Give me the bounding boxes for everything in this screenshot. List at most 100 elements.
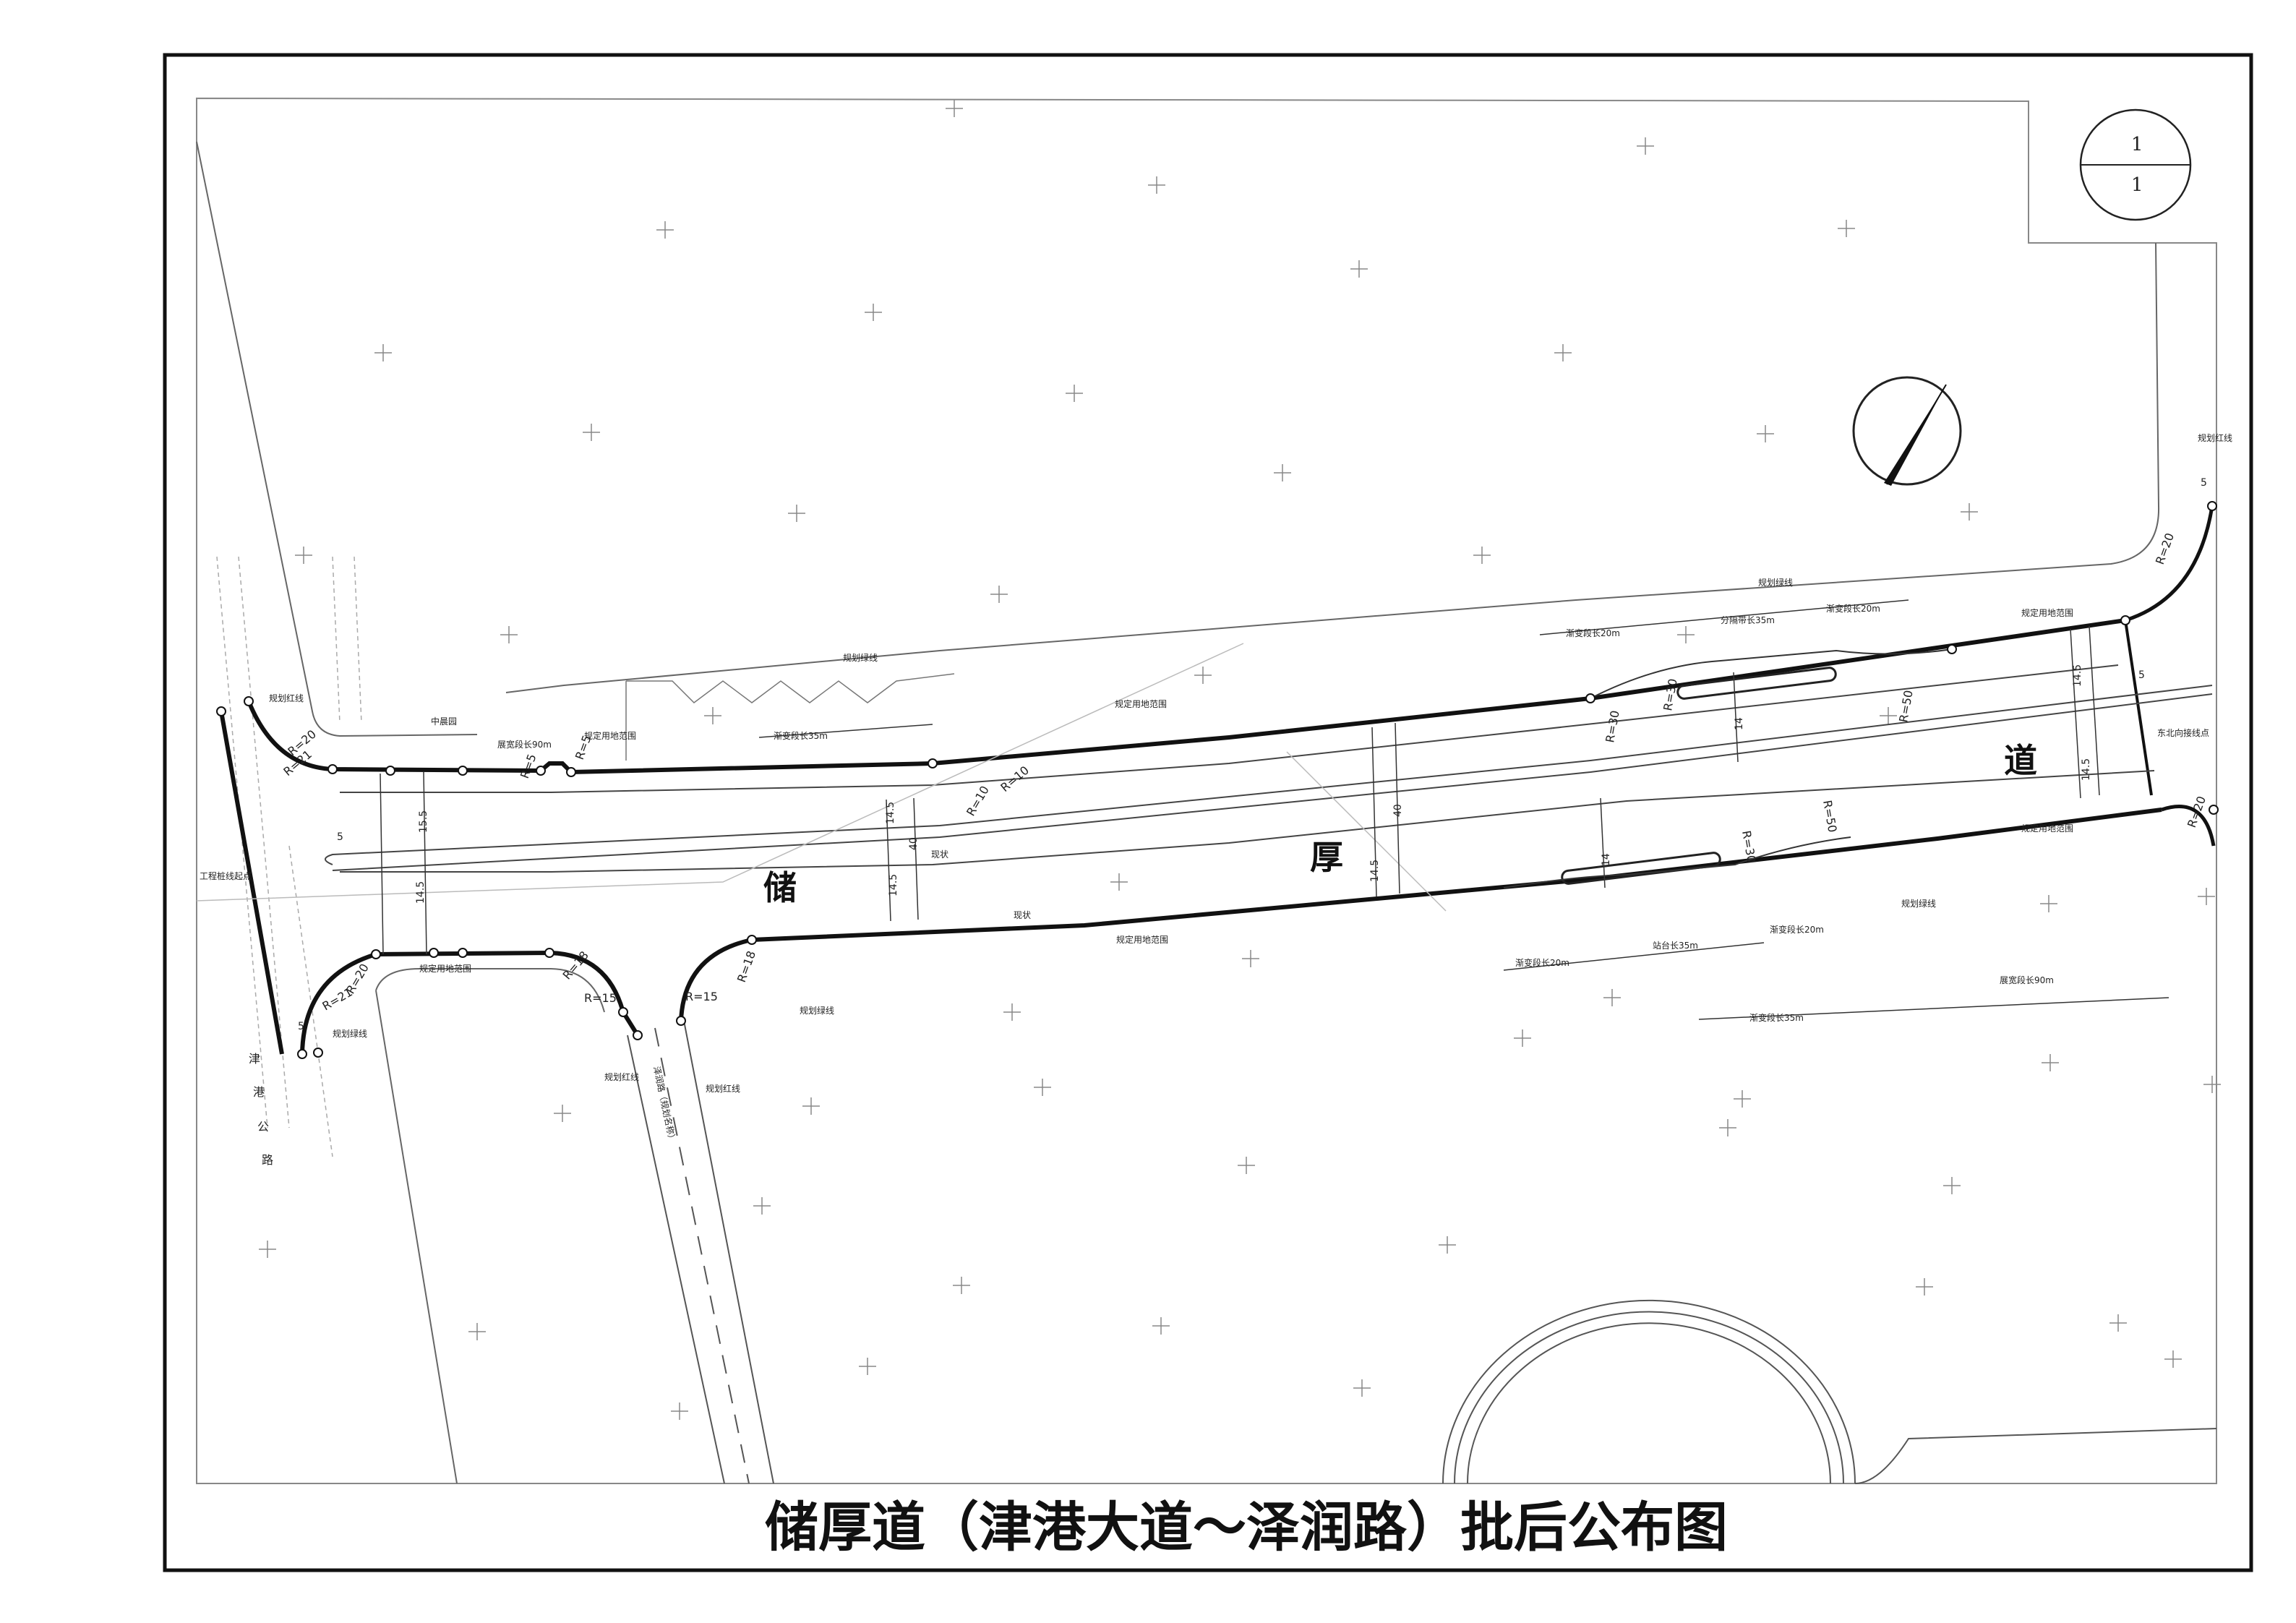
control-point — [566, 767, 576, 777]
grid-cross — [1961, 503, 1978, 521]
dim-5-d: 5 — [2201, 477, 2207, 489]
grid-cross — [295, 547, 312, 564]
grid-cross — [1677, 626, 1695, 643]
radius-r5-a: R=5 — [518, 752, 539, 780]
grid-cross — [2203, 1076, 2221, 1093]
control-point — [676, 1016, 686, 1026]
control-point — [536, 766, 546, 776]
control-point — [1947, 644, 1957, 654]
grid-cross — [500, 626, 518, 643]
radius-r18-b: R=18 — [734, 949, 758, 985]
dim-40-a: 40 — [908, 837, 920, 850]
red-line-label-4: 规划红线 — [706, 1083, 740, 1094]
dim-14-b: 14 — [1601, 853, 1612, 866]
median-strip-2 — [332, 693, 2213, 871]
grid-cross — [1194, 667, 1212, 684]
grid-cross — [946, 100, 963, 117]
grid-cross — [1350, 260, 1368, 278]
existing-label-2: 现状 — [1014, 910, 1031, 920]
controlled-line-label-6: 规定用地范围 — [419, 963, 471, 974]
parcel-lower-left — [375, 968, 605, 1484]
radius-r10-a: R=10 — [964, 784, 992, 818]
cross-left-char-3: 公 — [257, 1120, 269, 1134]
parcel-upper-right-edge — [505, 242, 2160, 693]
grid-cross — [1238, 1157, 1255, 1174]
controlled-line-label-1: 规定用地范围 — [584, 730, 636, 741]
grid-cross — [753, 1197, 771, 1215]
control-point — [371, 949, 381, 959]
grid-cross — [1034, 1079, 1051, 1096]
grid-cross — [554, 1105, 571, 1122]
control-point — [327, 764, 338, 774]
grid-cross — [1838, 220, 1855, 237]
bus-bay-north — [1590, 648, 1953, 699]
control-point — [2120, 615, 2130, 625]
grid-cross — [1152, 1317, 1170, 1335]
road-east-end — [2124, 620, 2153, 796]
dim-15-5: 15.5 — [418, 810, 429, 833]
sheet-number: 1 1 — [2079, 108, 2192, 221]
cross-street-south-west — [627, 1035, 725, 1484]
grid-cross — [953, 1277, 970, 1294]
cross-street-centerline — [654, 1027, 750, 1484]
controlled-line-label-4: 规定用地范围 — [2021, 823, 2073, 834]
cross-left-char-1: 津 — [249, 1052, 260, 1066]
transition-20-label-3: 渐变段长20m — [1515, 957, 1569, 968]
road-name-char-3: 道 — [2004, 741, 2037, 780]
control-point — [297, 1049, 307, 1059]
dim-5-b: 5 — [2138, 669, 2145, 681]
split-35-label-2: 站台长35m — [1653, 940, 1698, 951]
curb-line-north — [340, 664, 2119, 793]
grid-cross — [1110, 873, 1128, 891]
split-35-label-1: 分隔带长35m — [1721, 615, 1775, 625]
controlled-line-label-5: 规定用地范围 — [1116, 934, 1168, 945]
radius-r15-a: R=15 — [584, 991, 617, 1005]
dimension-lines — [380, 625, 2100, 955]
dim-14-5-c: 14.5 — [1369, 860, 1381, 882]
radius-r50-b: R=50 — [1820, 799, 1840, 834]
grid-cross — [1943, 1177, 1961, 1194]
cross-street-south-east — [683, 1020, 774, 1484]
north-arrow-icon — [1852, 376, 1962, 486]
grid-cross — [1439, 1236, 1456, 1254]
control-point — [1585, 693, 1595, 703]
grid-cross — [1003, 1003, 1021, 1021]
transition-20-label-4: 渐变段长20m — [1770, 924, 1824, 935]
curb-line-south — [340, 770, 2155, 873]
control-point — [313, 1048, 323, 1058]
control-point — [458, 948, 468, 958]
red-line-label-1: 规划红线 — [269, 693, 304, 703]
radius-r50-a: R=50 — [1896, 689, 1916, 724]
existing-grey-lines — [196, 643, 1447, 912]
transition-35-label-2: 渐变段长35m — [1749, 1012, 1804, 1023]
radius-r5-b: R=5 — [573, 733, 594, 761]
transition-markers — [758, 599, 2169, 1020]
grid-cross — [1637, 137, 1654, 155]
cross-road-bottom-name: 泽润路（规划名称） — [651, 1066, 678, 1144]
radius-r30-b: R=30 — [1661, 677, 1680, 712]
radius-r20-c: R=20 — [2153, 531, 2177, 567]
grid-cross — [671, 1403, 688, 1420]
grid-cross — [2109, 1314, 2127, 1332]
existing-label-1: 现状 — [931, 849, 948, 860]
radius-r30-c: R=30 — [1739, 829, 1759, 864]
page-title: 储厚道（津港大道～泽润路）批后公布图 — [765, 1496, 1728, 1559]
east-end-label: 东北向接线点 — [2157, 727, 2209, 738]
dim-14-5-a: 14.5 — [885, 802, 896, 824]
grid-cross — [374, 344, 392, 361]
grid-cross — [583, 424, 600, 441]
existing-buildings — [625, 673, 955, 761]
road-north-red-line — [247, 618, 2126, 775]
cross-left-char-2: 港 — [253, 1085, 265, 1099]
east-curve-north — [2125, 505, 2214, 622]
grid-cross — [2198, 888, 2215, 905]
cross-road-left-name: 津 港 公 路 — [249, 1052, 273, 1167]
control-point — [633, 1030, 643, 1040]
grid-cross — [1066, 385, 1083, 402]
grid-cross — [1148, 176, 1165, 194]
dim-14-5-b: 14.5 — [888, 874, 899, 896]
grid-cross — [990, 586, 1008, 603]
dim-40-b: 40 — [1392, 804, 1404, 817]
green-line-label-5: 规划绿线 — [333, 1028, 367, 1039]
